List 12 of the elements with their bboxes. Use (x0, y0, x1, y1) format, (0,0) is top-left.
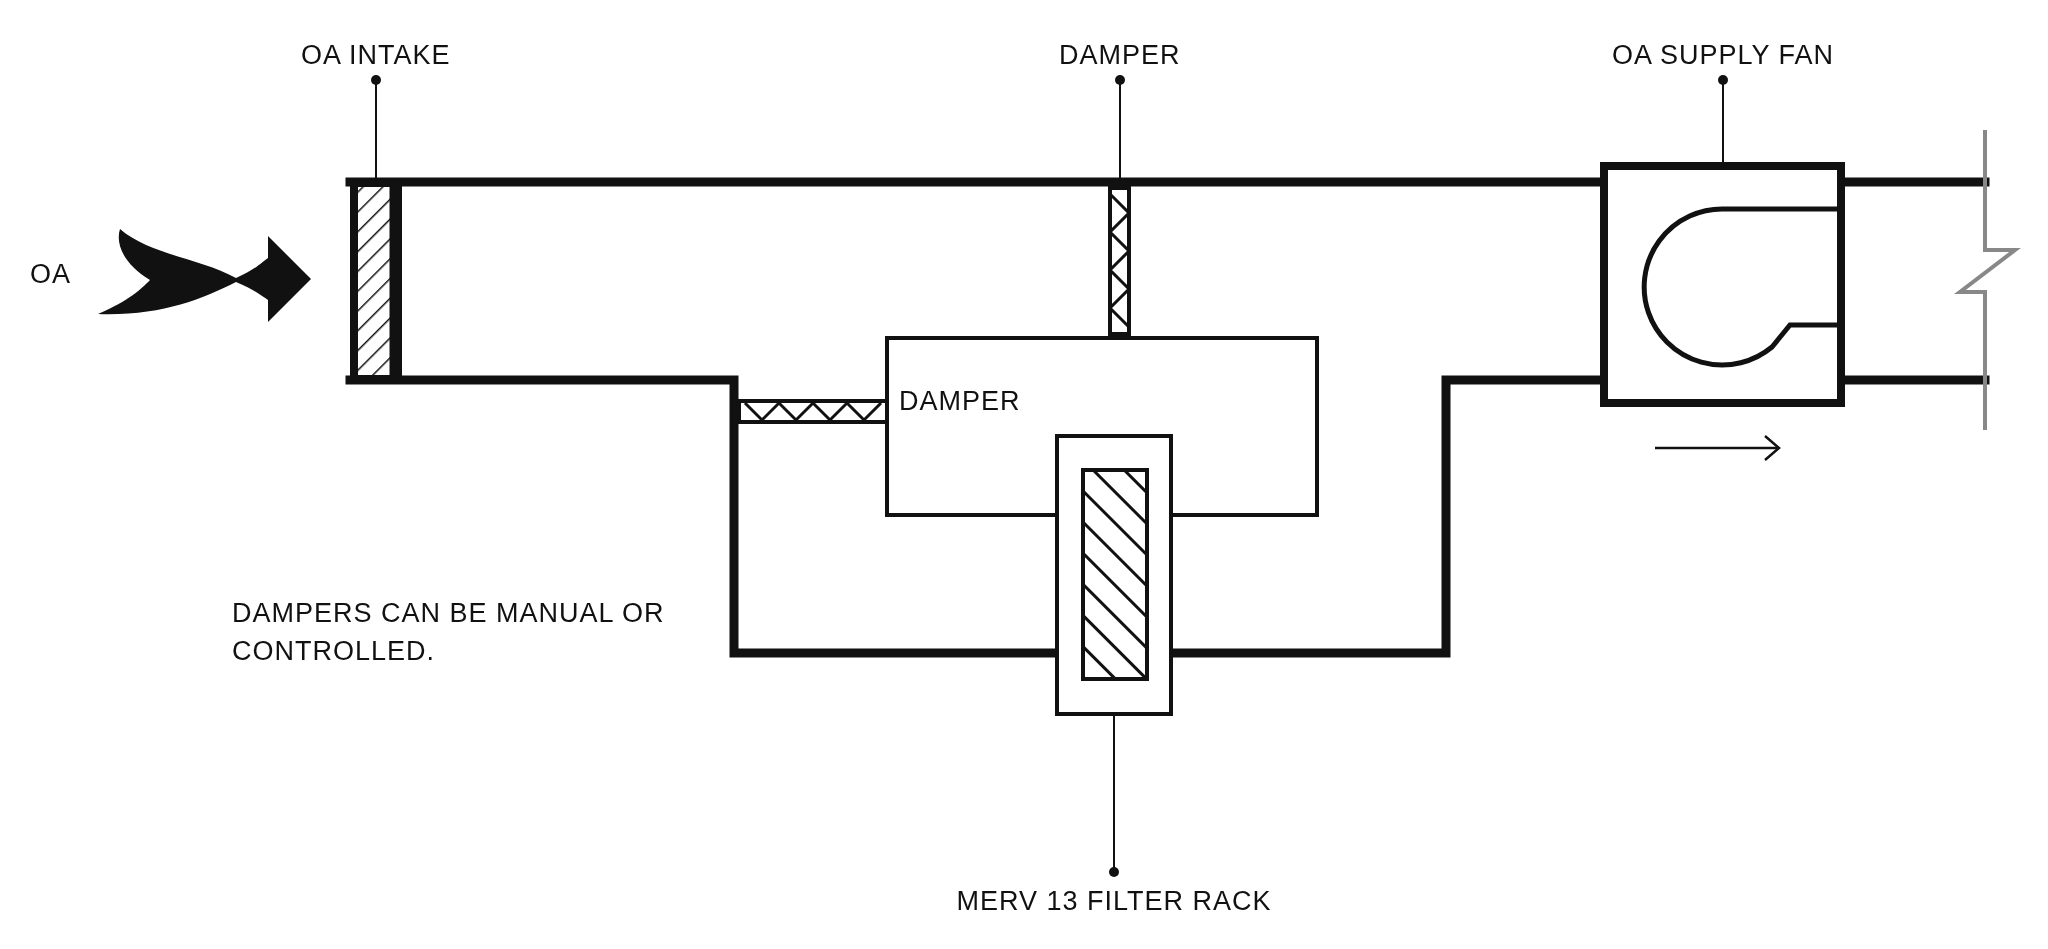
callout-label: DAMPER (1059, 40, 1181, 70)
airflow-label: OA (30, 259, 71, 289)
filter-rack (1055, 434, 1173, 716)
callout-label: OA SUPPLY FAN (1612, 40, 1835, 70)
note-text: DAMPERS CAN BE MANUAL OR CONTROLLED. (232, 597, 666, 668)
leader-line (1718, 75, 1728, 163)
leader-line (1109, 715, 1119, 877)
part-label: DAMPER (899, 386, 1021, 416)
leader-line (371, 75, 381, 180)
callout-label: MERV 13 FILTER RACK (956, 886, 1272, 916)
callout-label: OA INTAKE (301, 40, 451, 70)
supply-fan (1600, 162, 1845, 407)
